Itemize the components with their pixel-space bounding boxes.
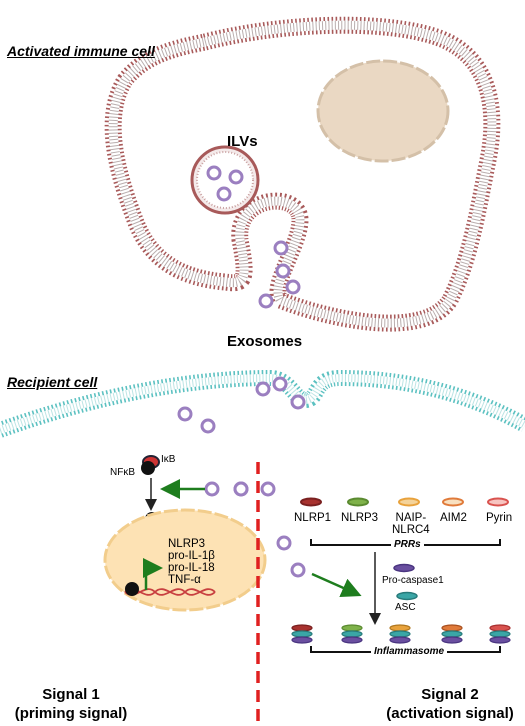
signal2-subtitle: (activation signal) — [386, 704, 514, 722]
transcription-arrow — [143, 558, 163, 590]
gene-pro-il-1b: pro-IL-1β — [168, 550, 215, 563]
exosome-to-inflammasome-arrow — [311, 572, 362, 598]
gene-pro-il-18: pro-IL-18 — [168, 562, 215, 575]
released-exosomes — [258, 240, 301, 309]
prr-label-nlrp1: NLRP1 — [294, 512, 332, 524]
recipient-cell-title: Recipient cell — [7, 374, 98, 390]
gene-nlrp3: NLRP3 — [168, 538, 206, 550]
signal1-caption: Signal 1 (priming signal) — [8, 686, 134, 724]
prr-label-naip-nlrc4: NAIP- NLRC4 — [392, 512, 430, 537]
nfkb-ikb-complex — [141, 455, 160, 475]
incoming-exosomes — [177, 376, 306, 578]
signal2-caption: Signal 2 (activation signal) — [375, 686, 525, 724]
procaspase1-icon — [393, 563, 415, 573]
inflammasome-group-label: Inflammasome — [371, 647, 448, 657]
asc-label: ASC — [395, 602, 416, 613]
ilv-vesicles — [206, 165, 244, 202]
ikb-label: IκB — [161, 454, 176, 465]
nfkb-label: NFκB — [110, 467, 135, 478]
prr-label-nlrp3: NLRP3 — [341, 512, 379, 524]
prr-sensor-icons — [300, 497, 509, 507]
activated-cell-nucleus — [316, 59, 450, 163]
prr-label-pyrin: Pyrin — [486, 512, 513, 524]
signal2-title: Signal 2 — [421, 686, 479, 703]
prrs-group-label: PRRs — [391, 540, 424, 550]
signal1-title: Signal 1 — [42, 686, 100, 703]
asc-icon — [396, 591, 418, 601]
exosomes-label: Exosomes — [227, 333, 303, 350]
gene-tnf-a: TNF-α — [168, 574, 201, 587]
induced-genes-list: NLRP3 pro-IL-1β pro-IL-18 TNF-α — [168, 538, 215, 586]
dna-helix — [124, 588, 216, 596]
activated-cell-title: Activated immune cell — [7, 43, 155, 59]
nfkb-bound-dna — [125, 582, 139, 596]
activated-cell-membrane — [104, 16, 501, 332]
prr-label-aim2: AIM2 — [440, 512, 467, 524]
signal1-subtitle: (priming signal) — [14, 704, 128, 722]
ilvs-label: ILVs — [227, 133, 258, 150]
multivesicular-body — [190, 145, 260, 215]
inflammasome-complexes — [291, 624, 511, 644]
procaspase1-label: Pro-caspase1 — [382, 575, 444, 586]
